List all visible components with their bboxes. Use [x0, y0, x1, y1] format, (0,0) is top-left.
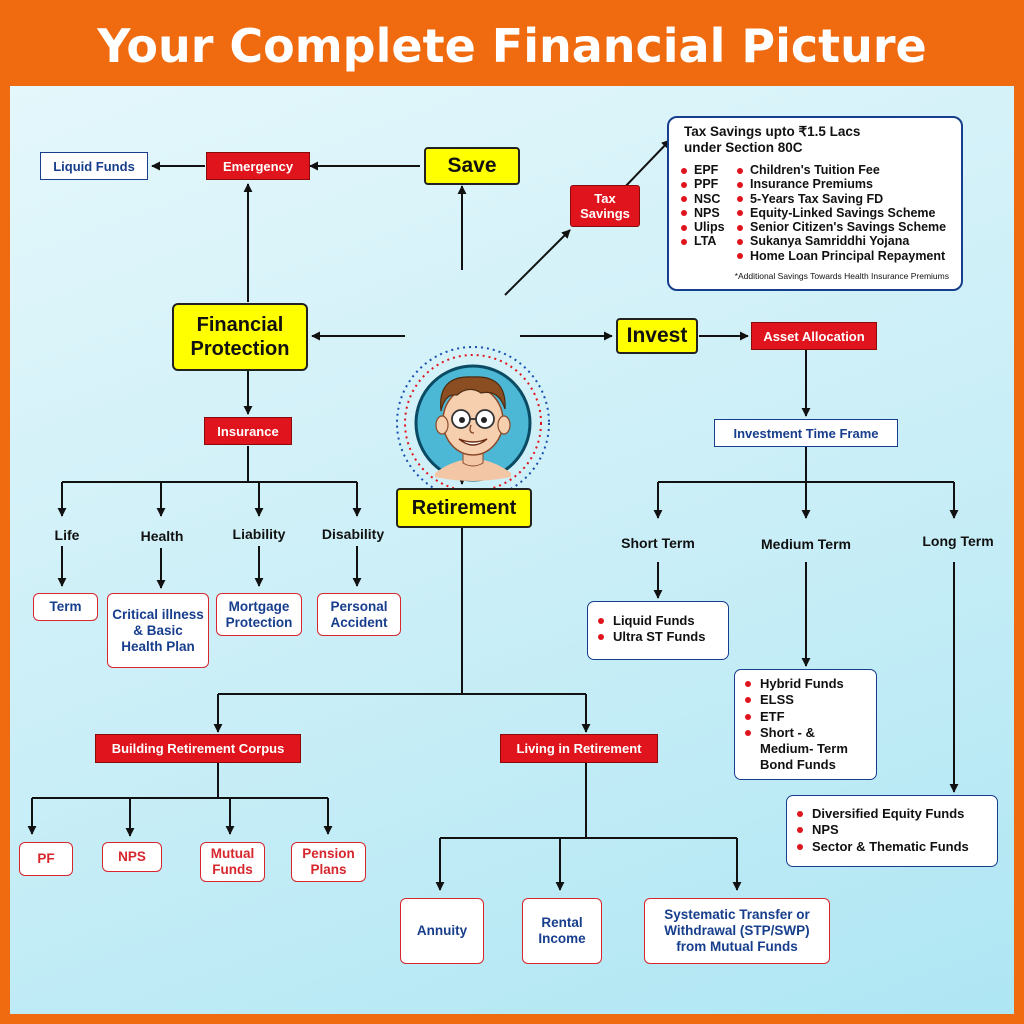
pension-plans-box: Pension Plans — [291, 842, 366, 882]
nps-box: NPS — [102, 842, 162, 872]
list-item: Ultra ST Funds — [598, 629, 718, 645]
list-item: Sukanya Samriddhi Yojana — [737, 234, 946, 248]
invest-box: Invest — [616, 318, 698, 354]
list-item: Home Loan Principal Repayment — [737, 249, 946, 263]
cartoon-man-face-icon — [396, 346, 550, 500]
building-retirement-corpus-box: Building Retirement Corpus — [95, 734, 301, 763]
rental-income-box: Rental Income — [522, 898, 602, 964]
investment-time-frame-box: Investment Time Frame — [714, 419, 898, 447]
tax-list-col1: EPF PPF NSC NPS Ulips LTA — [681, 163, 725, 249]
critical-illness-box: Critical illness & Basic Health Plan — [107, 593, 209, 668]
short-term-list-box: Liquid Funds Ultra ST Funds — [587, 601, 729, 660]
annuity-box: Annuity — [400, 898, 484, 964]
list-item: Short - & Medium- Term Bond Funds — [745, 725, 866, 774]
living-in-retirement-box: Living in Retirement — [500, 734, 658, 763]
save-box: Save — [424, 147, 520, 185]
medium-term-list-box: Hybrid Funds ELSS ETF Short - & Medium- … — [734, 669, 877, 780]
term-box: Term — [33, 593, 98, 621]
connector-lines — [27, 139, 959, 891]
list-item: ELSS — [745, 692, 866, 708]
list-item: NSC — [681, 192, 725, 206]
list-item: EPF — [681, 163, 725, 177]
mutual-funds-box: Mutual Funds — [200, 842, 265, 882]
list-item: LTA — [681, 234, 725, 248]
list-item: NPS — [681, 206, 725, 220]
liability-label: Liability — [232, 526, 286, 542]
page-title: Your Complete Financial Picture — [97, 19, 927, 73]
diagram-canvas: Save Emergency Liquid Funds Tax Savings … — [10, 86, 1014, 1014]
list-item: Ulips — [681, 220, 725, 234]
list-item: Liquid Funds — [598, 613, 718, 629]
list-item: Insurance Premiums — [737, 177, 946, 191]
emergency-box: Emergency — [206, 152, 310, 180]
list-item: Sector & Thematic Funds — [797, 839, 987, 855]
list-item: Senior Citizen's Savings Scheme — [737, 220, 946, 234]
medium-term-label: Medium Term — [761, 536, 851, 552]
tax-footnote: *Additional Savings Towards Health Insur… — [734, 271, 949, 281]
tax-savings-box: Tax Savings — [570, 185, 640, 227]
long-term-list-box: Diversified Equity Funds NPS Sector & Th… — [786, 795, 998, 867]
liquid-funds-box: Liquid Funds — [40, 152, 148, 180]
disability-label: Disability — [321, 526, 385, 542]
health-label: Health — [140, 528, 184, 544]
pf-box: PF — [19, 842, 73, 876]
list-item: NPS — [797, 822, 987, 838]
list-item: PPF — [681, 177, 725, 191]
list-item: Hybrid Funds — [745, 676, 866, 692]
insurance-box: Insurance — [204, 417, 292, 445]
long-term-label: Long Term — [922, 533, 994, 549]
stp-swp-box: Systematic Transfer or Withdrawal (STP/S… — [644, 898, 830, 964]
personal-accident-box: Personal Accident — [317, 593, 401, 636]
list-item: Children's Tuition Fee — [737, 163, 946, 177]
list-item: Equity-Linked Savings Scheme — [737, 206, 946, 220]
life-label: Life — [54, 527, 80, 543]
mortgage-protection-box: Mortgage Protection — [216, 593, 302, 636]
financial-protection-box: Financial Protection — [172, 303, 308, 371]
asset-allocation-box: Asset Allocation — [751, 322, 877, 350]
short-term-label: Short Term — [621, 535, 695, 551]
retirement-box: Retirement — [396, 488, 532, 528]
list-item: Diversified Equity Funds — [797, 806, 987, 822]
tax-list-col2: Children's Tuition Fee Insurance Premium… — [737, 163, 946, 263]
list-item: ETF — [745, 709, 866, 725]
list-item: 5-Years Tax Saving FD — [737, 192, 946, 206]
